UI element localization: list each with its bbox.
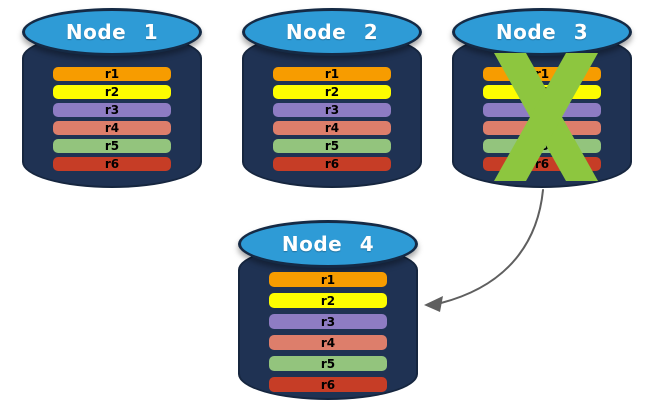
partition-bar-r6: r6 xyxy=(53,157,171,171)
partition-bar-r2: r2 xyxy=(53,85,171,99)
node-3-cylinder-top: Node 3 xyxy=(452,8,632,56)
partition-bar-r1: r1 xyxy=(269,272,387,287)
partition-label: r1 xyxy=(320,272,336,287)
partition-bar-r5: r5 xyxy=(483,139,601,153)
partition-bar-r4: r4 xyxy=(483,121,601,135)
node-1: Node 1 r1 r2 r3 r4 r5 r6 xyxy=(22,8,202,188)
partition-label: r1 xyxy=(534,67,550,81)
partition-bar-r3: r3 xyxy=(53,103,171,117)
failover-arrowhead-icon xyxy=(424,296,443,312)
partition-label: r4 xyxy=(320,335,336,350)
partition-label: r6 xyxy=(324,157,340,171)
partition-label: r6 xyxy=(104,157,120,171)
partition-label: r3 xyxy=(104,103,120,117)
partition-bar-r4: r4 xyxy=(269,335,387,350)
partition-bar-r5: r5 xyxy=(53,139,171,153)
partition-bar-r1: r1 xyxy=(53,67,171,81)
partition-label: r1 xyxy=(324,67,340,81)
partition-bar-r6: r6 xyxy=(483,157,601,171)
partition-bar-r1: r1 xyxy=(483,67,601,81)
partition-bar-r4: r4 xyxy=(53,121,171,135)
node-3-title: Node 3 xyxy=(495,20,589,44)
node-3: Node 3 r1 r2 r3 r4 r5 r6 xyxy=(452,8,632,188)
node-1-title: Node 1 xyxy=(65,20,159,44)
node-3-partitions: r1 r2 r3 r4 r5 r6 xyxy=(483,67,601,171)
node-2-title: Node 2 xyxy=(285,20,379,44)
partition-bar-r5: r5 xyxy=(273,139,391,153)
partition-label: r5 xyxy=(104,139,120,153)
node-2-cylinder-top: Node 2 xyxy=(242,8,422,56)
partition-label: r3 xyxy=(324,103,340,117)
partition-label: r2 xyxy=(320,293,336,308)
partition-bar-r2: r2 xyxy=(483,85,601,99)
node-1-partitions: r1 r2 r3 r4 r5 r6 xyxy=(53,67,171,171)
node-4-cylinder-top: Node 4 xyxy=(238,220,418,268)
failover-arrow-line xyxy=(440,189,544,304)
partition-label: r3 xyxy=(320,314,336,329)
partition-label: r4 xyxy=(534,121,550,135)
partition-label: r5 xyxy=(534,139,550,153)
node-2: Node 2 r1 r2 r3 r4 r5 r6 xyxy=(242,8,422,188)
partition-label: r4 xyxy=(324,121,340,135)
partition-label: r5 xyxy=(324,139,340,153)
partition-label: r2 xyxy=(324,85,340,99)
partition-bar-r6: r6 xyxy=(269,377,387,392)
partition-bar-r2: r2 xyxy=(273,85,391,99)
partition-label: r3 xyxy=(534,103,550,117)
partition-bar-r5: r5 xyxy=(269,356,387,371)
partition-label: r6 xyxy=(320,377,336,392)
partition-label: r2 xyxy=(534,85,550,99)
partition-bar-r1: r1 xyxy=(273,67,391,81)
partition-bar-r4: r4 xyxy=(273,121,391,135)
partition-label: r2 xyxy=(104,85,120,99)
partition-label: r6 xyxy=(534,157,550,171)
node-4-partitions: r1 r2 r3 r4 r5 r6 xyxy=(269,272,387,392)
partition-label: r1 xyxy=(104,67,120,81)
partition-bar-r3: r3 xyxy=(269,314,387,329)
partition-bar-r3: r3 xyxy=(483,103,601,117)
node-1-cylinder-top: Node 1 xyxy=(22,8,202,56)
partition-bar-r3: r3 xyxy=(273,103,391,117)
partition-bar-r6: r6 xyxy=(273,157,391,171)
node-4: Node 4 r1 r2 r3 r4 r5 r6 xyxy=(238,220,418,400)
node-4-title: Node 4 xyxy=(281,232,375,256)
partition-label: r4 xyxy=(104,121,120,135)
node-2-partitions: r1 r2 r3 r4 r5 r6 xyxy=(273,67,391,171)
partition-bar-r2: r2 xyxy=(269,293,387,308)
partition-label: r5 xyxy=(320,356,336,371)
